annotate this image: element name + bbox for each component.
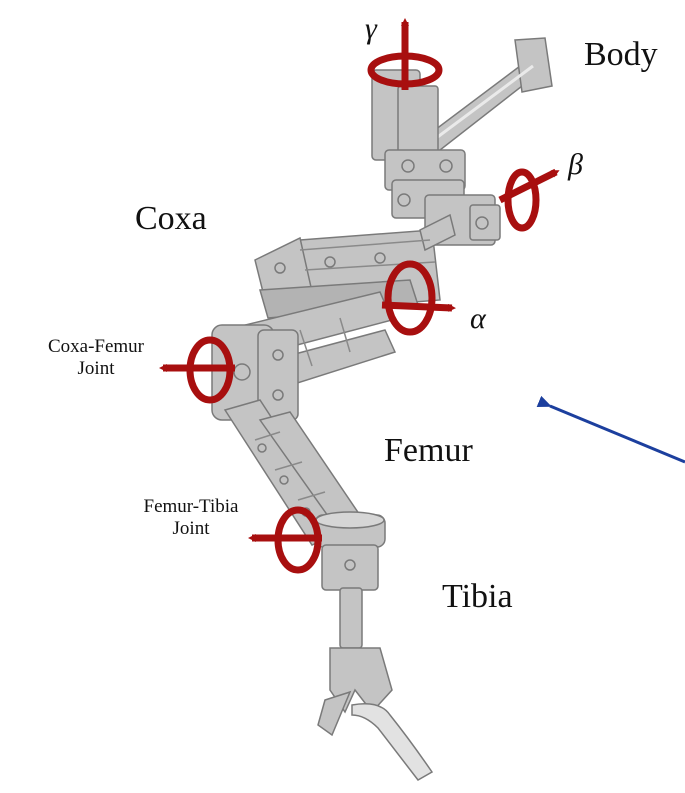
gamma-label: γ <box>365 12 377 46</box>
tibia-link <box>322 545 378 648</box>
femur-label: Femur <box>384 432 473 470</box>
pointer-arrow <box>550 406 685 462</box>
gamma-rotation-arrow <box>371 22 439 90</box>
femur-tibia-joint-label: Femur-Tibia Joint <box>108 496 274 540</box>
alpha-label: α <box>470 302 486 336</box>
tibia-label: Tibia <box>442 578 513 616</box>
coxa-femur-joint-label-line1: Coxa-Femur <box>18 336 174 358</box>
body-label: Body <box>584 36 658 74</box>
beta-label: β <box>568 148 583 182</box>
femur-tibia-joint-label-line1: Femur-Tibia <box>108 496 274 518</box>
coxa-femur-joint-label-line2: Joint <box>18 358 174 380</box>
coxa-femur-joint-label: Coxa-Femur Joint <box>18 336 174 380</box>
tibia-foot <box>318 648 432 780</box>
femur-tibia-joint-label-line2: Joint <box>108 518 274 540</box>
beta-rotation-arrow <box>500 172 556 228</box>
coxa-label: Coxa <box>135 200 207 238</box>
femur-tibia-knee <box>315 512 385 547</box>
